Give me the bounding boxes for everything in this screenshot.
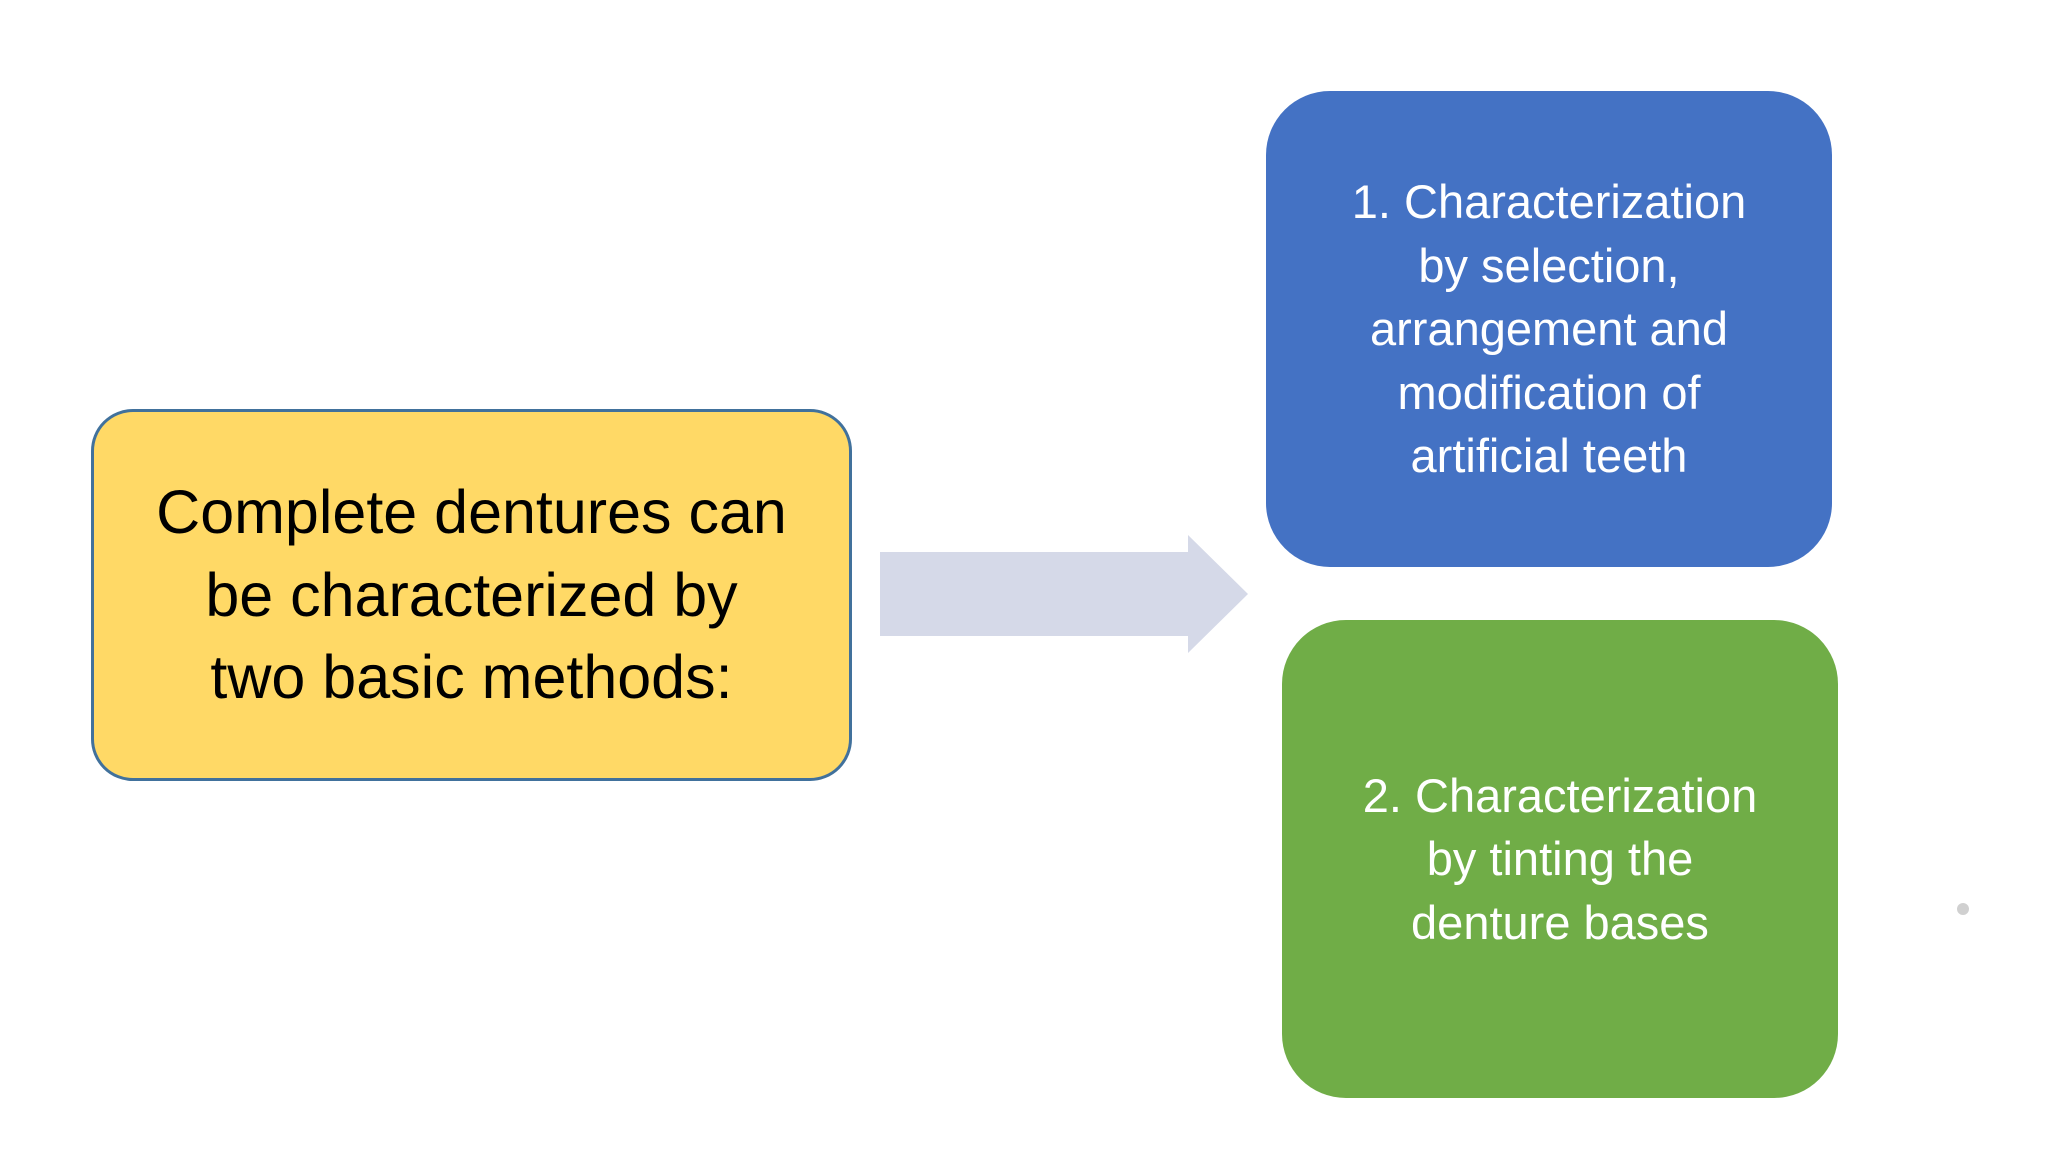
right-arrow-icon — [880, 535, 1248, 653]
method-box-selection-text: 1. Characterization by selection, arrang… — [1351, 175, 1747, 483]
method-box-tinting-text: 2. Characterization by tinting the dentu… — [1362, 768, 1758, 949]
right-arrow-shape — [880, 535, 1248, 653]
flow-arrow — [880, 533, 1250, 655]
source-statement-box: Complete dentures can be characterized b… — [91, 409, 852, 781]
source-statement-text: Complete dentures can be characterized b… — [156, 477, 787, 712]
method-box-tinting: 2. Characterization by tinting the dentu… — [1282, 620, 1838, 1098]
method-box-selection: 1. Characterization by selection, arrang… — [1266, 91, 1832, 567]
decor-dot — [1957, 903, 1969, 915]
